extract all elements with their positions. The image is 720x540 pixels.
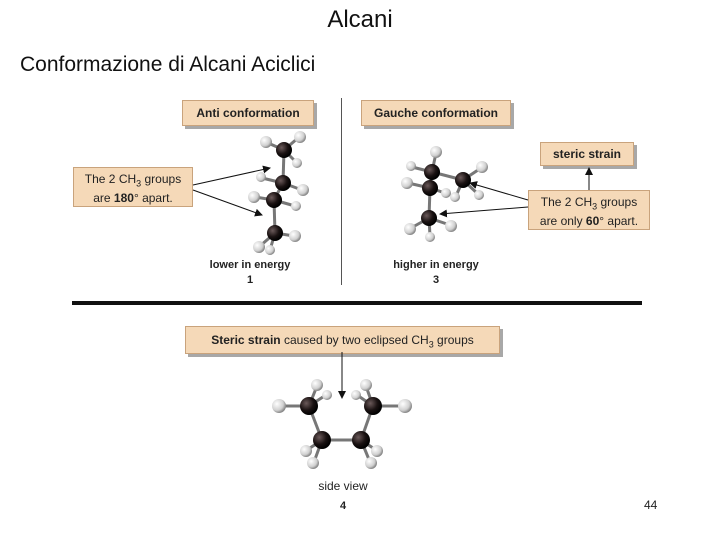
slide-title: Alcani [327,6,393,33]
anti-note-line1: The 2 CH3 groups [84,172,182,189]
gauche-note-box: The 2 CH3 groups are only 60° apart. [528,190,650,230]
anti-number: 1 [246,274,254,286]
gauche-energy-label: higher in energy [393,259,479,271]
anti-energy-label: lower in energy [209,259,291,271]
anti-conformation-header: Anti conformation [182,100,314,126]
annotation-arrows [192,165,593,399]
steric-strain-label: steric strain [540,142,634,166]
anti-arrow-top [192,165,271,186]
vertical-divider [341,98,342,285]
gauche-number: 3 [432,274,440,286]
page-number: 44 [644,498,658,512]
gauche-note-line1: The 2 CH3 groups [540,195,638,212]
eclipsed-molecule [272,379,412,469]
gauche-conformation-header: Gauche conformation [361,100,511,126]
gauche-arrow-bottom [439,206,529,218]
eclipsed-header: Steric strain caused by two eclipsed CH3… [185,326,500,354]
horizontal-rule [72,301,642,305]
anti-note-box: The 2 CH3 groups are 180° apart. [73,167,193,207]
gauche-arrow-top [469,181,529,201]
slide-subtitle: Conformazione di Alcani Aciclici [20,53,316,76]
gauche-note-line2: are only 60° apart. [539,214,639,229]
side-view-caption: side view [318,479,368,493]
eclipsed-number: 4 [339,500,347,512]
anti-molecule [248,131,309,255]
gauche-molecule [401,146,488,242]
anti-note-line2: are 180° apart. [93,191,173,206]
anti-arrow-bottom [192,189,263,217]
